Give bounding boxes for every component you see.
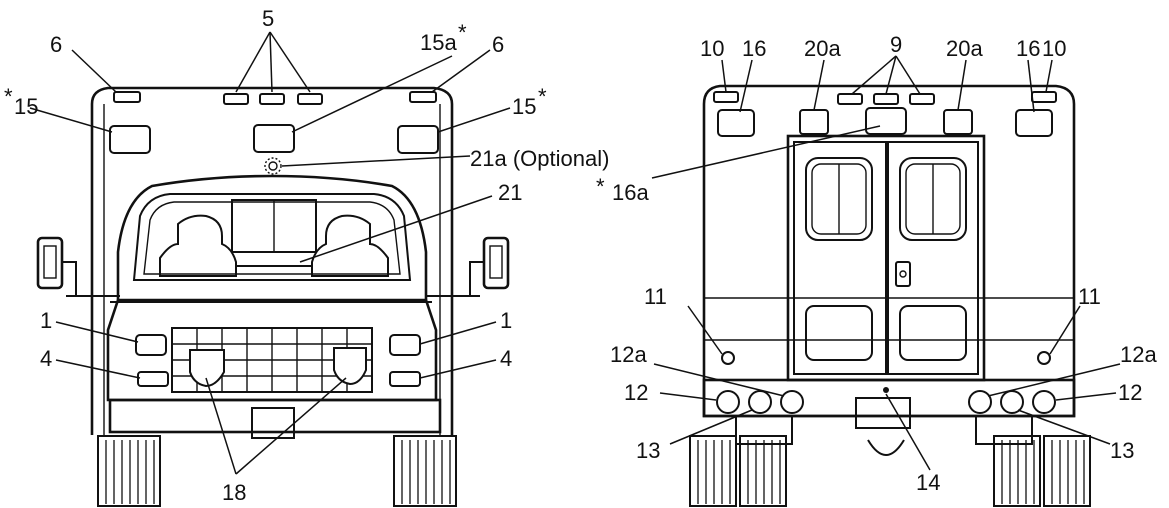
tail-light-12a-left	[780, 390, 804, 414]
rear-warning-light-16-right	[1015, 109, 1053, 137]
rear-side-marker-11-right	[1037, 351, 1051, 365]
label-1-right: 1	[500, 308, 512, 333]
label-16-right: 16	[1016, 36, 1040, 61]
mirror-left	[36, 236, 120, 297]
label-12a-left: 12a	[610, 342, 647, 367]
front-optional-light-21a-ring	[264, 157, 282, 175]
front-optional-light-21a	[268, 161, 278, 171]
label-12-right: 12	[1118, 380, 1142, 405]
front-box-body	[90, 86, 454, 435]
tail-light-12a-right	[968, 390, 992, 414]
label-15-left: 15	[14, 94, 38, 119]
label-15a: 15a	[420, 30, 457, 55]
rear-door-handle	[895, 261, 911, 287]
label-15a-star: *	[458, 20, 467, 45]
headlight-1-left	[135, 334, 167, 356]
front-view: 5 6 6 15a * * 15 15 * 21a (Optional) 21 …	[4, 6, 609, 507]
label-11-left: 11	[644, 284, 667, 309]
rear-step-left	[735, 415, 793, 445]
front-warning-light-15-left	[109, 125, 151, 154]
windshield	[132, 193, 412, 281]
front-marker-6-right	[409, 91, 437, 103]
rear-box-body	[702, 84, 1076, 418]
seat-right	[311, 214, 389, 277]
rear-roof-light-9c	[909, 93, 935, 105]
rear-warning-light-16a	[865, 107, 907, 135]
label-21a: 21a (Optional)	[470, 146, 609, 171]
label-4-right: 4	[500, 346, 512, 371]
label-10-left: 10	[700, 36, 724, 61]
label-9: 9	[890, 32, 902, 57]
rear-view: 10 16 20a 9 20a 16 10 * 16a 11 11 12a 12…	[596, 32, 1157, 507]
park-light-4-left	[137, 371, 169, 387]
label-15-right: 15	[512, 94, 536, 119]
rear-marker-10-right	[1031, 91, 1057, 103]
label-16a-star: *	[596, 174, 605, 199]
label-6-left: 6	[50, 32, 62, 57]
grille-light-18-left	[189, 349, 225, 388]
label-4-left: 4	[40, 346, 52, 371]
label-18: 18	[222, 480, 246, 505]
label-12-left: 12	[624, 380, 648, 405]
label-12a-right: 12a	[1120, 342, 1157, 367]
front-tire-right	[393, 435, 457, 507]
rear-tires-left	[689, 435, 787, 507]
headlight-1-right	[389, 334, 421, 356]
front-leader-lines	[29, 31, 511, 475]
seat-left	[159, 214, 237, 277]
rear-warning-light-16-left	[717, 109, 755, 137]
rear-roof-light-9a	[837, 93, 863, 105]
windshield-inner	[143, 201, 401, 275]
label-11-right: 11	[1078, 284, 1101, 309]
label-21: 21	[498, 180, 522, 205]
rear-step-right	[975, 415, 1033, 445]
front-bumper	[108, 398, 442, 434]
rear-license-plate	[855, 397, 911, 429]
label-20a-right: 20a	[946, 36, 983, 61]
rear-marker-10-left	[713, 91, 739, 103]
park-light-4-right	[389, 371, 421, 387]
front-roof-light-5a	[223, 93, 249, 105]
label-16a: 16a	[612, 180, 649, 205]
tail-light-13-right	[1000, 390, 1024, 414]
rear-doors	[786, 134, 986, 382]
rear-leader-lines	[651, 55, 1121, 471]
label-14: 14	[916, 470, 940, 495]
rear-tires-right	[993, 435, 1091, 507]
front-marker-6-left	[113, 91, 141, 103]
front-license-plate	[251, 407, 295, 439]
label-5: 5	[262, 6, 274, 31]
front-warning-light-15a	[253, 124, 295, 153]
license-lamp-14	[883, 387, 889, 393]
tail-light-12-right	[1032, 390, 1056, 414]
label-10-right: 10	[1042, 36, 1066, 61]
label-13-left: 13	[636, 438, 660, 463]
label-15-right-star: *	[538, 84, 547, 109]
rear-light-20a-right	[943, 109, 973, 135]
front-warning-light-15-right	[397, 125, 439, 154]
label-16-left: 16	[742, 36, 766, 61]
label-20a-left: 20a	[804, 36, 841, 61]
label-6-right: 6	[492, 32, 504, 57]
tail-light-13-left	[748, 390, 772, 414]
front-tire-left	[97, 435, 161, 507]
tail-light-12-left	[716, 390, 740, 414]
label-13-right: 13	[1110, 438, 1134, 463]
rear-roof-light-9b	[873, 93, 899, 105]
rear-hitch	[867, 439, 905, 456]
mirror-right	[426, 236, 510, 297]
label-15-left-star: *	[4, 84, 13, 109]
front-roof-light-5c	[297, 93, 323, 105]
rear-light-20a-left	[799, 109, 829, 135]
front-cab-frame	[116, 174, 428, 300]
label-1-left: 1	[40, 308, 52, 333]
grille-light-18-right	[333, 347, 367, 386]
front-roof-light-5b	[259, 93, 285, 105]
rear-side-marker-11-left	[721, 351, 735, 365]
